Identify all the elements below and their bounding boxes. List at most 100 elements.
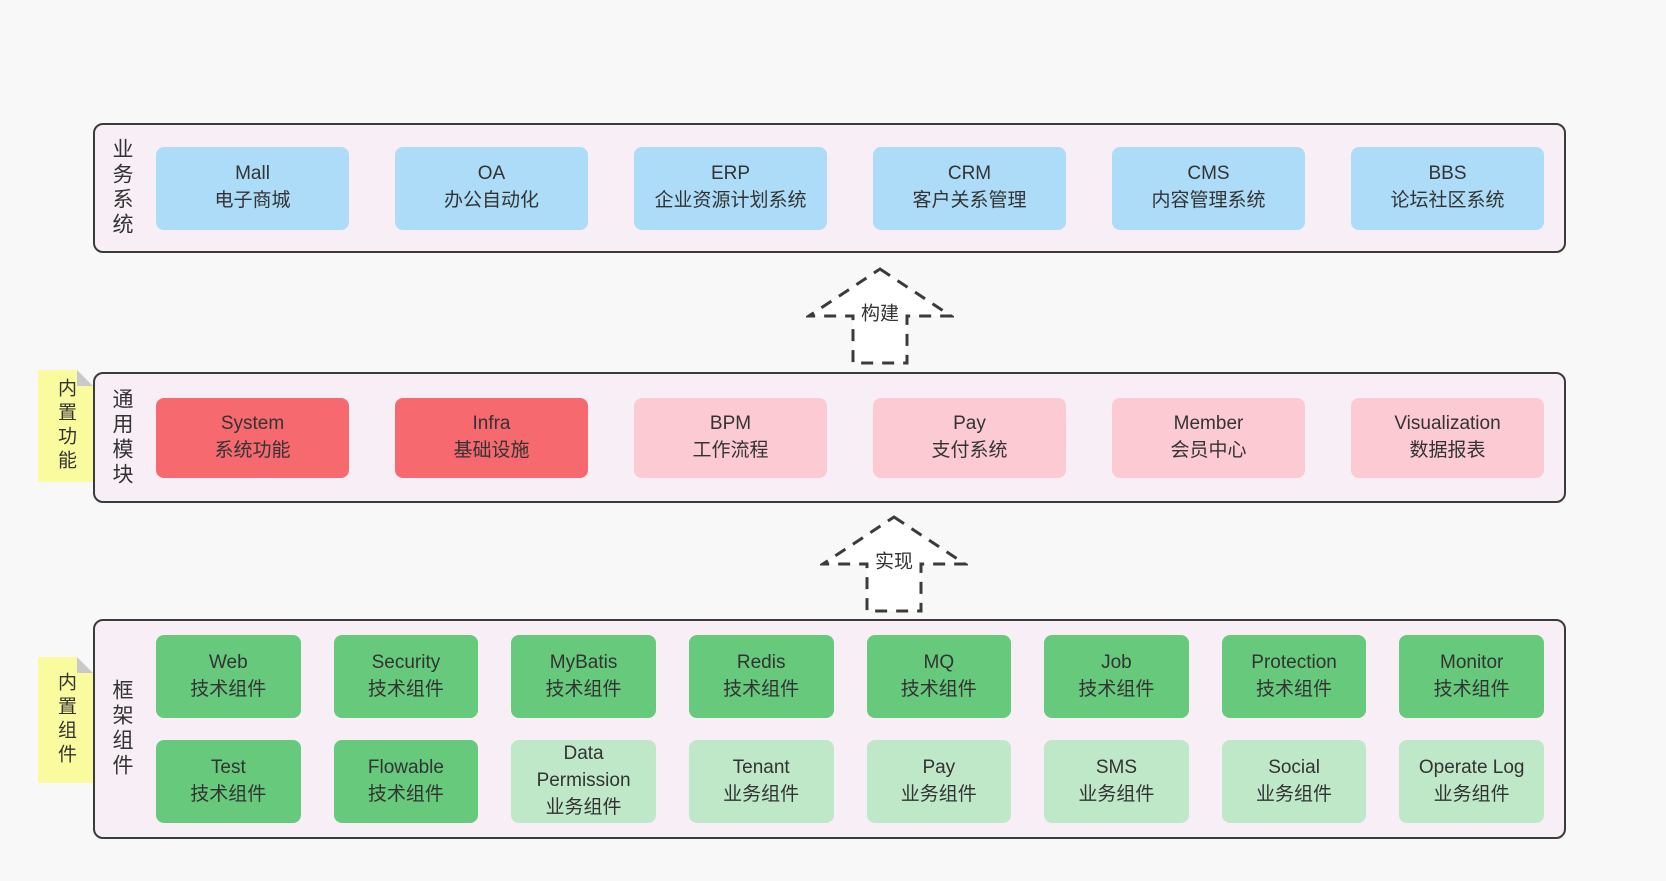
box-subtitle: 基础设施 [453, 439, 530, 461]
box-erp: ERP 企业资源计划系统 [634, 146, 827, 230]
box-subtitle: 技术组件 [900, 678, 977, 700]
arrow-build-label: 构建 [857, 297, 903, 327]
box-subtitle: 业务组件 [1256, 783, 1333, 805]
box-tenant: Tenant 业务组件 [688, 740, 834, 823]
box-mq: MQ 技术组件 [866, 635, 1012, 718]
box-subtitle: 论坛社区系统 [1390, 190, 1505, 211]
box-protection: Protection 技术组件 [1221, 635, 1367, 718]
box-crm: CRM 客户关系管理 [873, 146, 1066, 230]
box-data-permission: Data Permission 业务组件 [511, 740, 656, 823]
box-subtitle: 支付系统 [931, 439, 1008, 461]
band-common-modules-label: 通用模块 [110, 387, 133, 488]
box-title: CMS [1187, 163, 1230, 185]
box-security: Security 技术组件 [333, 635, 479, 718]
box-flowable: Flowable 技术组件 [333, 740, 479, 823]
box-title: Mall [235, 163, 270, 185]
box-bbs: BBS 论坛社区系统 [1351, 146, 1544, 230]
box-title: Visualization [1394, 412, 1501, 434]
box-subtitle: 技术组件 [723, 678, 800, 700]
box-title: MQ [923, 651, 955, 673]
box-subtitle: 业务组件 [900, 783, 977, 805]
band-business-systems: 业务系统 Mall 电子商城 OA 办公自动化 ERP 企业资源计划系统 CRM… [93, 123, 1566, 253]
box-oa: OA 办公自动化 [395, 146, 588, 230]
box-redis: Redis 技术组件 [688, 635, 834, 718]
box-title: Tenant [732, 756, 790, 778]
box-title: Monitor [1440, 651, 1504, 673]
sticky-note-text: 内置组件 [55, 672, 76, 768]
box-subtitle: 电子商城 [214, 190, 291, 211]
box-title: System [220, 412, 285, 434]
box-subtitle: 业务组件 [1433, 783, 1510, 805]
box-title: BPM [709, 412, 752, 434]
box-sms: SMS 业务组件 [1044, 740, 1189, 823]
box-subtitle: 技术组件 [1078, 678, 1155, 700]
box-title: Web [208, 651, 248, 673]
box-subtitle: 系统功能 [214, 439, 291, 461]
box-subtitle: 技术组件 [190, 678, 267, 700]
box-subtitle: 技术组件 [1433, 678, 1510, 700]
box-social: Social 业务组件 [1221, 740, 1367, 823]
box-subtitle: 企业资源计划系统 [654, 190, 807, 211]
arrow-build: 构建 [806, 266, 954, 366]
box-mall: Mall 电子商城 [156, 146, 349, 230]
box-title: Infra [472, 412, 511, 434]
box-title: SMS [1095, 756, 1138, 778]
box-job: Job 技术组件 [1044, 635, 1189, 718]
box-title: Data Permission [536, 743, 631, 792]
box-subtitle: 业务组件 [723, 783, 800, 805]
box-title: Operate Log [1418, 756, 1525, 778]
box-title: OA [477, 163, 506, 185]
box-title: Security [371, 651, 441, 673]
box-web: Web 技术组件 [156, 635, 301, 718]
box-subtitle: 会员中心 [1170, 439, 1247, 461]
box-title: CRM [947, 163, 992, 185]
box-system: System 系统功能 [156, 397, 349, 478]
box-title: Job [1101, 651, 1132, 673]
box-infra: Infra 基础设施 [395, 397, 588, 478]
box-test: Test 技术组件 [156, 740, 301, 823]
box-subtitle: 内容管理系统 [1151, 190, 1266, 211]
box-subtitle: 业务组件 [545, 796, 622, 818]
box-title: BBS [1428, 163, 1467, 185]
folded-corner-icon [77, 370, 93, 386]
box-title: ERP [710, 163, 751, 185]
box-subtitle: 技术组件 [190, 783, 267, 805]
band-business-systems-label: 业务系统 [110, 138, 133, 238]
box-cms: CMS 内容管理系统 [1112, 146, 1305, 230]
box-pay-component: Pay 业务组件 [866, 740, 1012, 823]
box-subtitle: 业务组件 [1078, 783, 1155, 805]
box-bpm: BPM 工作流程 [634, 397, 827, 478]
band-framework-components-content: Web 技术组件 Security 技术组件 MyBatis 技术组件 Redi… [132, 635, 1564, 823]
box-operate-log: Operate Log 业务组件 [1399, 740, 1544, 823]
box-pay-module: Pay 支付系统 [873, 397, 1066, 478]
box-subtitle: 数据报表 [1409, 439, 1486, 461]
box-subtitle: 技术组件 [367, 678, 444, 700]
box-subtitle: 客户关系管理 [912, 190, 1027, 211]
sticky-note-builtin-features: 内置功能 [38, 370, 93, 482]
box-subtitle: 技术组件 [545, 678, 622, 700]
box-mybatis: MyBatis 技术组件 [511, 635, 656, 718]
sticky-note-text: 内置功能 [55, 378, 76, 474]
box-title: Protection [1251, 651, 1337, 673]
box-title: Flowable [367, 756, 444, 778]
arrow-implement-label: 实现 [871, 545, 917, 575]
box-subtitle: 技术组件 [1256, 678, 1333, 700]
box-subtitle: 办公自动化 [443, 190, 539, 211]
band-common-modules-content: System 系统功能 Infra 基础设施 BPM 工作流程 Pay 支付系统… [132, 397, 1564, 478]
box-title: Pay [922, 756, 956, 778]
band-framework-components: 框架组件 Web 技术组件 Security 技术组件 MyBatis 技术组件… [93, 619, 1566, 839]
box-visualization: Visualization 数据报表 [1351, 397, 1544, 478]
box-title: Redis [736, 651, 786, 673]
box-monitor: Monitor 技术组件 [1399, 635, 1544, 718]
box-title: Pay [953, 412, 986, 434]
sticky-note-builtin-components: 内置组件 [38, 657, 93, 783]
box-title: Test [210, 756, 246, 778]
arrow-implement: 实现 [820, 514, 968, 614]
box-member: Member 会员中心 [1112, 397, 1305, 478]
band-common-modules: 通用模块 System 系统功能 Infra 基础设施 BPM 工作流程 Pay… [93, 372, 1566, 503]
band-business-systems-content: Mall 电子商城 OA 办公自动化 ERP 企业资源计划系统 CRM 客户关系… [132, 146, 1564, 230]
folded-corner-icon [77, 657, 93, 673]
box-title: Social [1268, 756, 1320, 778]
box-title: MyBatis [549, 651, 618, 673]
